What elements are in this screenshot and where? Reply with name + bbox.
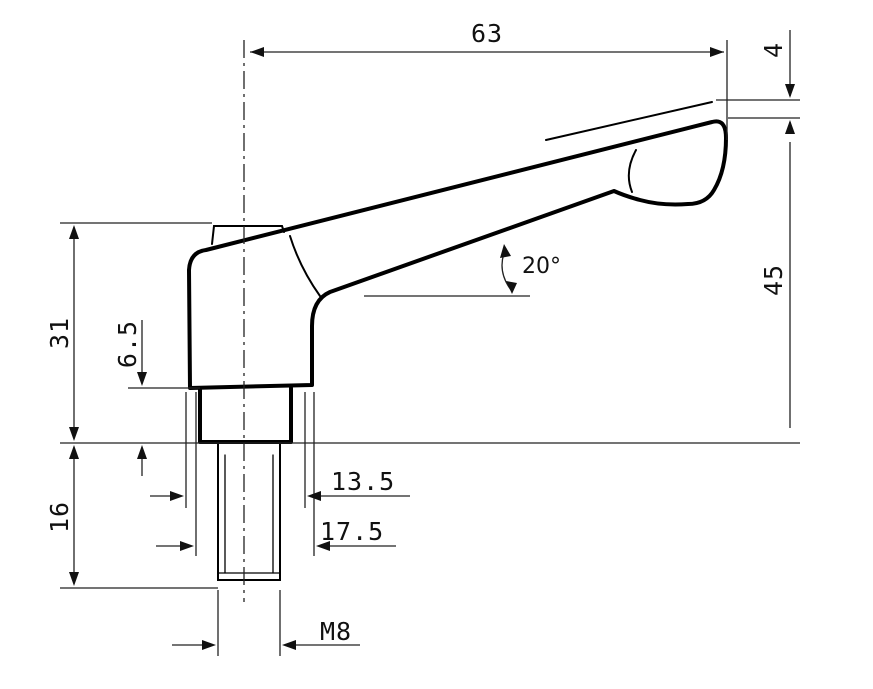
dim-lever-height: 45 <box>759 264 788 296</box>
arrowheads <box>69 47 795 650</box>
lever-body-outline <box>187 119 728 390</box>
threaded-stud <box>217 441 281 581</box>
dim-hub-height: 6.5 <box>113 320 142 368</box>
dim-overall-length: 63 <box>471 19 503 48</box>
dim-body-height: 31 <box>45 317 74 349</box>
lever-part <box>187 101 728 581</box>
dim-thread-length: 16 <box>45 501 74 533</box>
upper-offset-line <box>545 101 713 141</box>
body-transition-line <box>289 235 321 297</box>
hub <box>198 386 293 444</box>
dim-angle: 20° <box>522 254 561 279</box>
dim-tip-offset: 4 <box>759 42 788 58</box>
dim-thread-size: M8 <box>320 617 352 646</box>
dimension-lines <box>60 30 800 656</box>
dim-hub-diameter: 13.5 <box>331 467 395 496</box>
tip-grip-line <box>627 149 637 193</box>
dim-body-diameter: 17.5 <box>320 517 384 546</box>
